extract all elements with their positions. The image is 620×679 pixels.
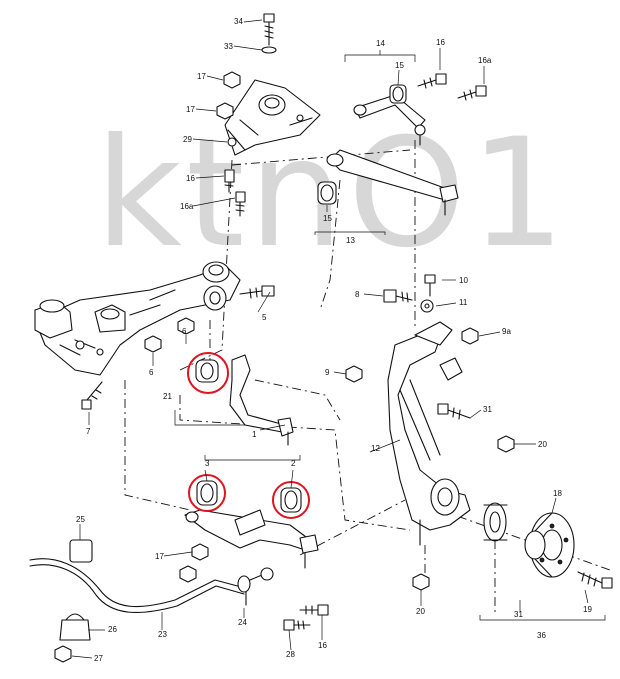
- callout-31: 31: [514, 610, 523, 619]
- upper-link-14: [353, 84, 426, 146]
- callout-8: 8: [355, 290, 360, 299]
- bolt-16-lower: [299, 604, 329, 616]
- callout-20: 20: [416, 607, 425, 616]
- bolt-19: [577, 571, 613, 589]
- callout-9a: 9a: [502, 327, 511, 336]
- nut-9a: [461, 327, 479, 345]
- callout-15: 15: [395, 61, 404, 70]
- callout-12: 12: [371, 444, 380, 453]
- callout-18: 18: [553, 489, 562, 498]
- bolt-28: [283, 619, 311, 631]
- nut-9: [345, 365, 363, 383]
- callout-6: 6: [182, 327, 187, 336]
- callout-14: 14: [376, 39, 385, 48]
- bolt-16a-left: [235, 191, 246, 217]
- bolt-16-left: [224, 169, 235, 193]
- upper-mount-bracket: [224, 79, 321, 156]
- callout-16: 16: [436, 38, 445, 47]
- callout-25: 25: [76, 515, 85, 524]
- nut-17-lower: [179, 543, 209, 583]
- callout-26: 26: [108, 625, 117, 634]
- subframe: [34, 261, 241, 376]
- callout-33: 33: [224, 42, 233, 51]
- nut-20-upper: [497, 435, 515, 453]
- stabilizer-bar-23: [29, 539, 246, 663]
- callout-36: 36: [537, 631, 546, 640]
- lower-arm: [184, 480, 319, 569]
- callout-3: 3: [205, 459, 210, 468]
- callout-17: 17: [186, 105, 195, 114]
- washer-11: [420, 299, 434, 313]
- nut-6-upper: [177, 317, 195, 335]
- callout-31: 31: [483, 405, 492, 414]
- callout-13: 13: [346, 236, 355, 245]
- highlight-ring-2: [272, 481, 310, 519]
- group-brackets: [174, 50, 606, 621]
- bolt-5: [239, 285, 275, 299]
- callout-2: 2: [291, 459, 296, 468]
- leader-lines: [71, 19, 589, 659]
- upper-link-13: [317, 149, 459, 216]
- callout-19: 19: [583, 605, 592, 614]
- callout-16a: 16a: [478, 56, 492, 65]
- callout-5: 5: [262, 313, 267, 322]
- nut-6-lower: [144, 335, 162, 353]
- nut-17-upper: [216, 71, 241, 120]
- callout-10: 10: [459, 276, 468, 285]
- bolt-34: [261, 13, 277, 54]
- callout-1: 1: [252, 430, 257, 439]
- callout-27: 27: [94, 654, 103, 663]
- callout-16: 16: [186, 174, 195, 183]
- callout-15: 15: [323, 214, 332, 223]
- alignment-lines: [124, 140, 611, 615]
- callout-7: 7: [86, 427, 91, 436]
- callout-11: 11: [459, 298, 468, 307]
- callout-16: 16: [318, 641, 327, 650]
- callout-17: 17: [155, 552, 164, 561]
- control-arm-1: [195, 354, 294, 446]
- highlight-ring-21: [187, 352, 229, 394]
- wheel-bearing-31: [483, 502, 508, 542]
- bolt-31-upper: [437, 403, 471, 420]
- callout-24: 24: [238, 618, 247, 627]
- highlight-ring-3: [188, 474, 226, 512]
- wheel-hub-18: [524, 512, 575, 578]
- callout-6: 6: [149, 368, 154, 377]
- callout-34: 34: [234, 17, 243, 26]
- callout-29: 29: [183, 135, 192, 144]
- callout-16a: 16a: [180, 202, 194, 211]
- callout-17: 17: [197, 72, 206, 81]
- bolt-16-right: [417, 73, 447, 89]
- callout-9: 9: [325, 368, 330, 377]
- callout-23: 23: [158, 630, 167, 639]
- stabilizer-link-24: [237, 567, 274, 606]
- callout-20: 20: [538, 440, 547, 449]
- bolt-10: [424, 274, 436, 297]
- callout-28: 28: [286, 650, 295, 659]
- bolt-8: [383, 289, 413, 303]
- callout-labels: 34 33 17 17 29 16 16a 14 16 16a 15 15 13…: [76, 17, 592, 663]
- bolt-16a-right: [457, 85, 487, 101]
- nut-20-lower: [412, 573, 430, 591]
- callout-21: 21: [163, 392, 172, 401]
- wheel-bearing-housing-12: [387, 321, 471, 546]
- bolt-7: [81, 381, 103, 410]
